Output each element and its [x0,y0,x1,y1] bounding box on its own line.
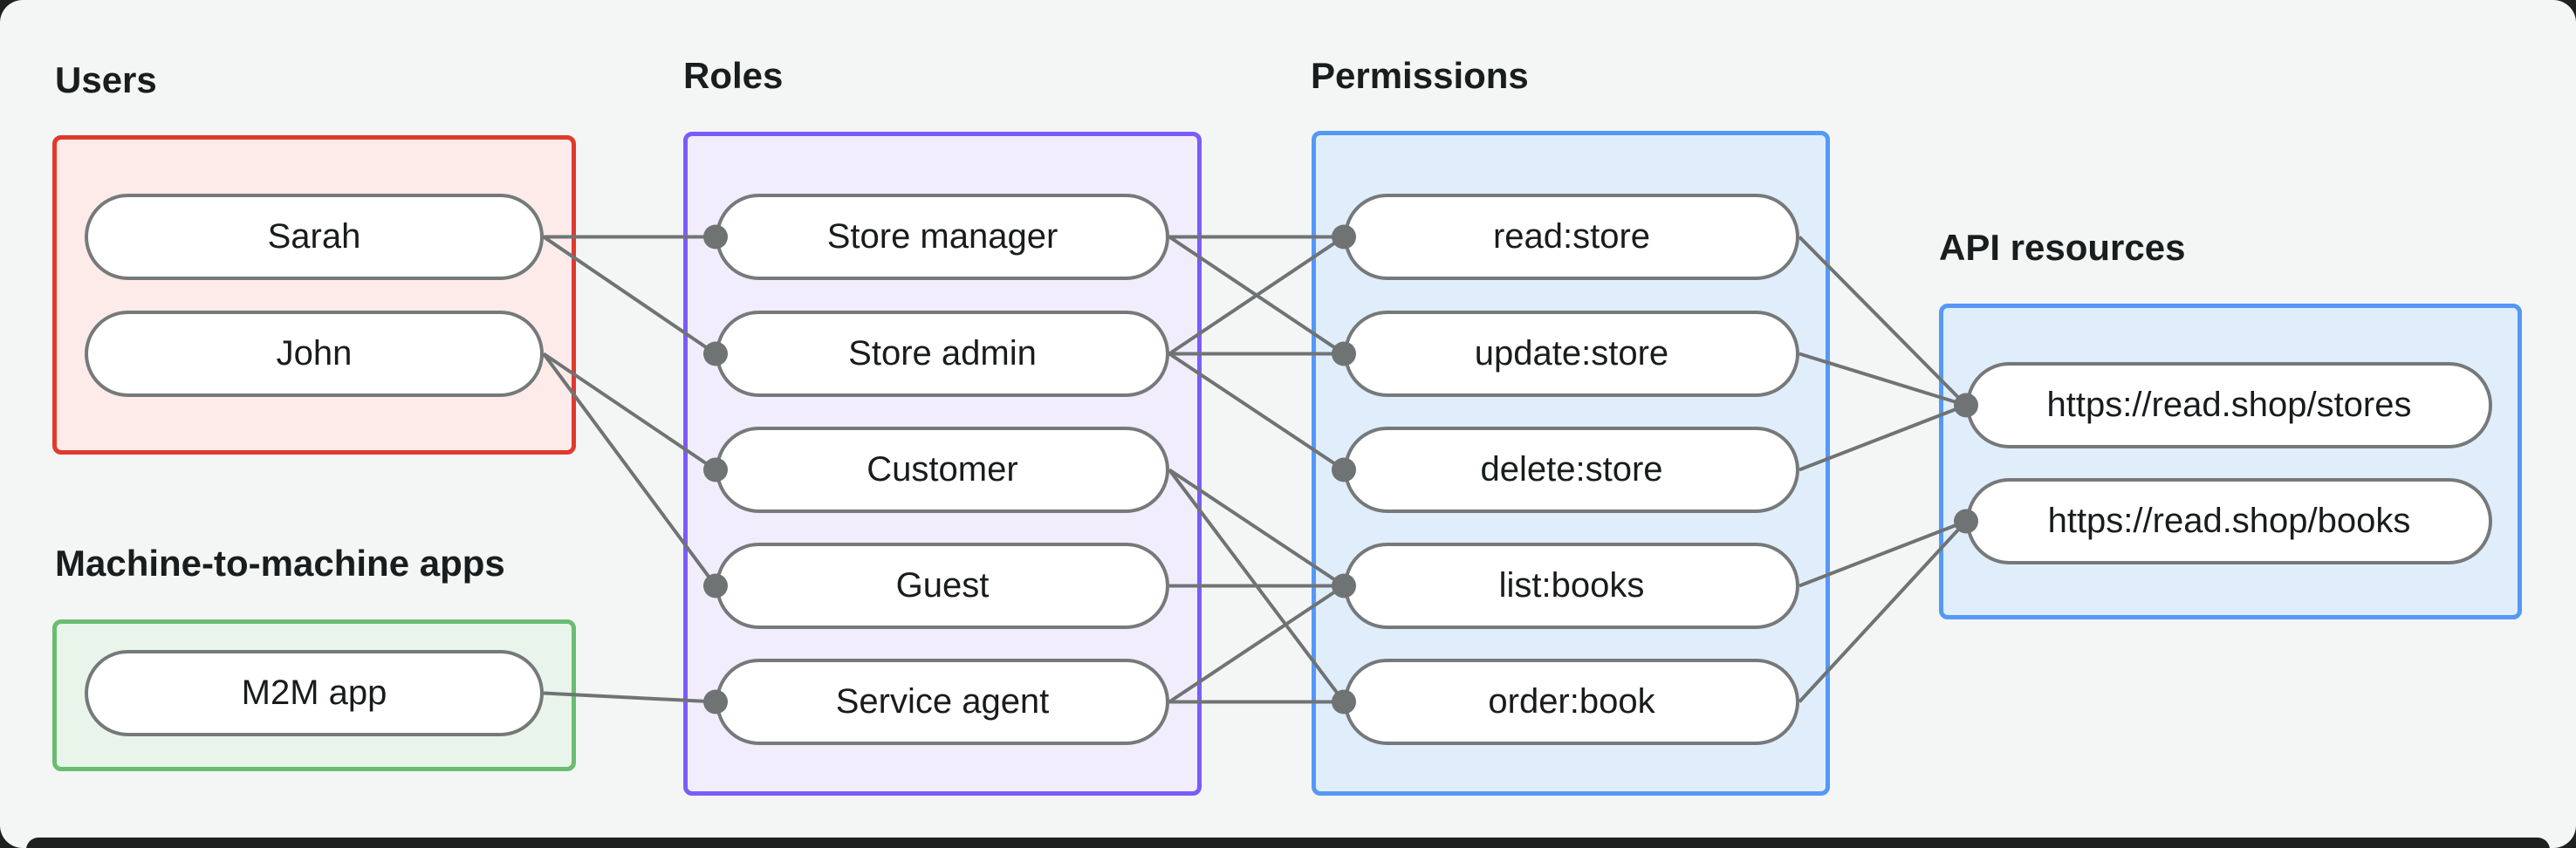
node-pill-stores: https://read.shop/stores [1966,362,2492,448]
group-title-users: Users [55,59,157,100]
group-title-permissions: Permissions [1311,55,1529,96]
bottom-window-edge [26,838,2550,848]
group-title-roles: Roles [683,55,784,96]
group-box-users [52,135,576,455]
node-pill-list_books: list:books [1344,543,1799,629]
node-pill-john: John [85,311,544,397]
node-pill-read_store: read:store [1344,194,1799,280]
group-title-m2m: Machine-to-machine apps [55,543,505,584]
node-pill-delete_store: delete:store [1344,427,1799,513]
node-pill-service_agent: Service agent [716,659,1169,745]
group-title-api: API resources [1939,227,2186,268]
node-pill-store_manager: Store manager [716,194,1169,280]
group-box-api [1939,304,2522,619]
node-pill-order_book: order:book [1344,659,1799,745]
node-pill-guest: Guest [716,543,1169,629]
node-pill-store_admin: Store admin [716,311,1169,397]
node-pill-books: https://read.shop/books [1966,478,2492,564]
node-pill-m2m_app: M2M app [85,650,544,736]
node-pill-sarah: Sarah [85,194,544,280]
node-pill-update_store: update:store [1344,311,1799,397]
node-pill-customer: Customer [716,427,1169,513]
